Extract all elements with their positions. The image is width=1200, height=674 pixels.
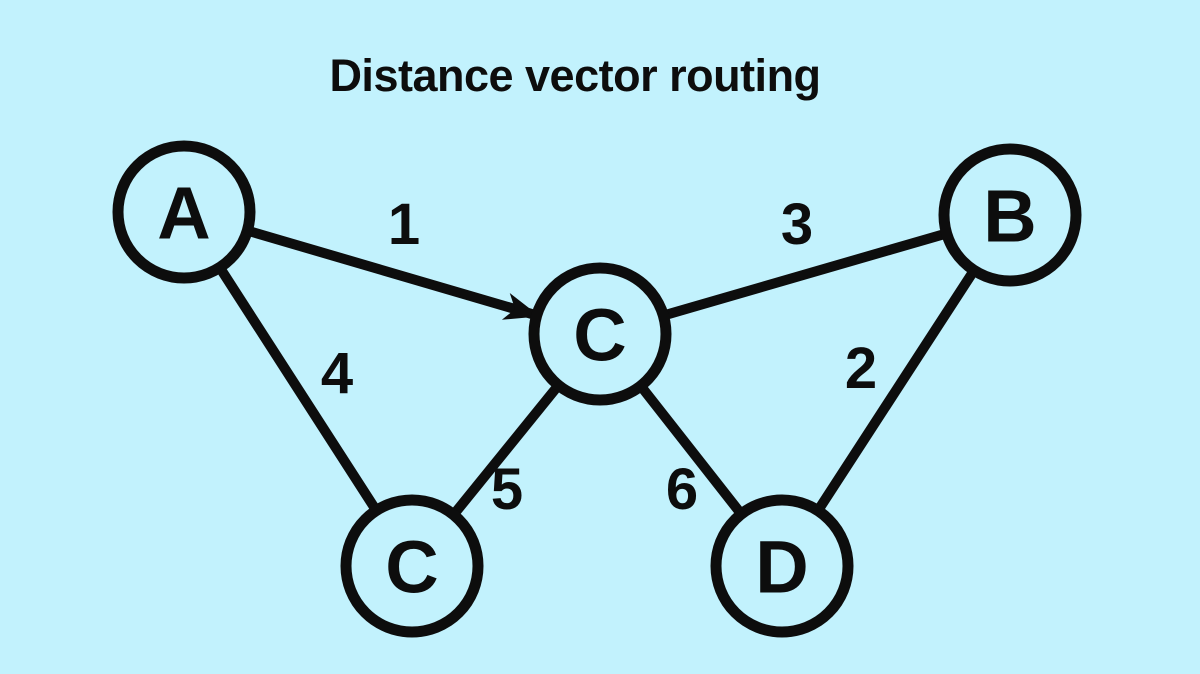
edge-cost-label: 4	[321, 341, 353, 406]
node-label: B	[983, 175, 1036, 258]
node-A: A	[112, 140, 256, 284]
node-label: A	[157, 172, 210, 255]
node-label: D	[755, 526, 808, 609]
edge-cost-label: 5	[491, 457, 523, 522]
node-circle	[938, 143, 1082, 287]
edge-Ccenter-B: 3	[661, 192, 949, 321]
edge-cost-label: 6	[666, 457, 698, 522]
edge-Ccenter-Cbottom: 5	[449, 382, 563, 522]
edge-line	[449, 382, 563, 518]
edge-A-Cbottom: 4	[215, 264, 381, 514]
edges-layer: 1 3 4 5 6 2	[215, 192, 979, 522]
node-circle	[340, 494, 484, 638]
node-C-center: C	[528, 262, 672, 406]
edge-B-D: 2	[813, 267, 979, 514]
edge-line	[636, 382, 746, 518]
edge-line	[215, 264, 381, 514]
edge-cost-label: 3	[781, 192, 813, 257]
nodes-layer: A B C C D	[112, 140, 1082, 638]
node-circle	[528, 262, 672, 406]
page-title: Distance vector routing	[329, 50, 820, 101]
edge-cost-label: 1	[388, 192, 420, 257]
edge-line	[245, 225, 540, 321]
edge-A-Ccenter: 1	[245, 192, 540, 321]
node-D: D	[710, 494, 854, 638]
node-label: C	[573, 294, 626, 377]
edge-Ccenter-D: 6	[636, 382, 746, 522]
node-B: B	[938, 143, 1082, 287]
node-label: C	[385, 526, 438, 609]
node-C-bottom: C	[340, 494, 484, 638]
node-circle	[710, 494, 854, 638]
node-circle	[112, 140, 256, 284]
edge-line	[661, 228, 949, 321]
edge-line	[813, 267, 979, 514]
edge-cost-label: 2	[845, 336, 877, 401]
